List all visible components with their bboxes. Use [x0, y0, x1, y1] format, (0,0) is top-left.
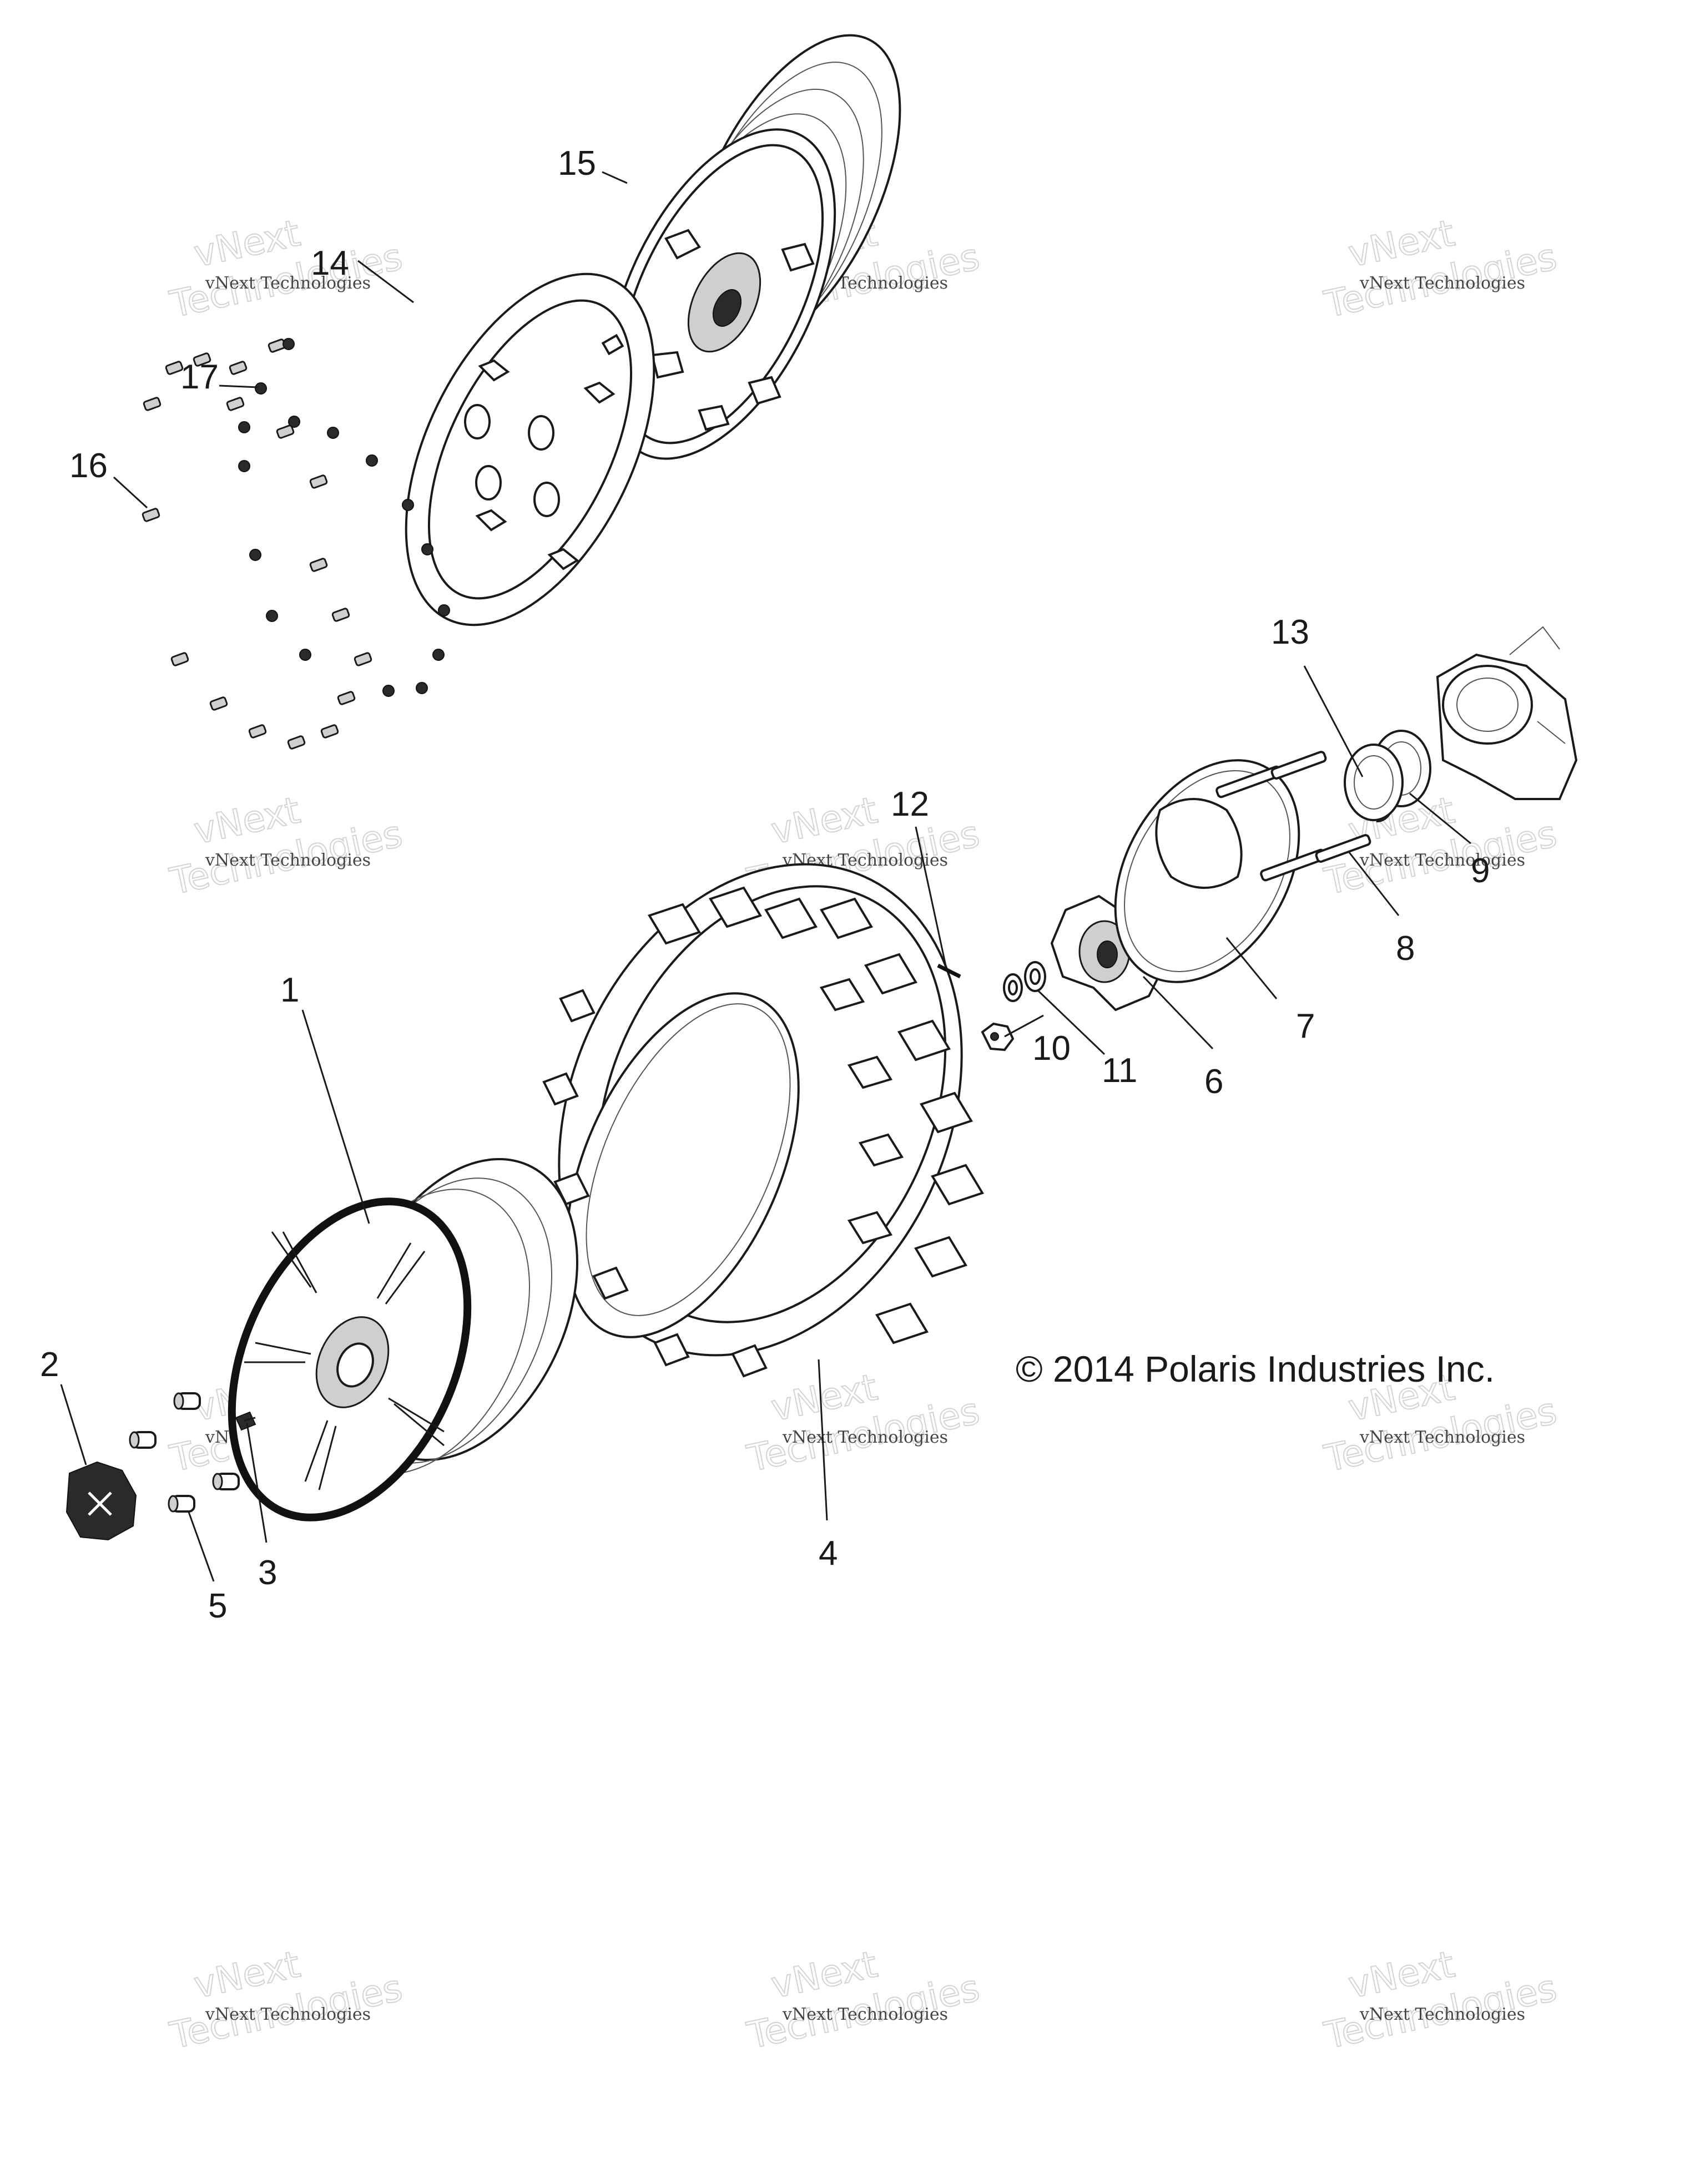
leader-1: [301, 1009, 370, 1224]
callout-14: 14: [311, 244, 349, 282]
svg-text:vNext Technologies: vNext Technologies: [205, 851, 371, 870]
callout-15: 15: [558, 144, 596, 183]
part-16-bolts: [142, 338, 372, 750]
part-2-center-cap: [65, 1461, 137, 1541]
part-15-beadlock-wheel: [607, 34, 901, 460]
callout-10: 10: [1032, 1029, 1071, 1068]
leader-lines: [60, 171, 1471, 1582]
part-8-bolts: [1215, 751, 1371, 882]
svg-text:vNext Technologies: vNext Technologies: [1359, 274, 1525, 293]
part-14-beadlock-ring: [405, 272, 655, 626]
part-4-tire: [542, 863, 984, 1378]
watermark: vNext Technologies vNext Technologies: [1320, 1942, 1561, 2057]
callout-5: 5: [208, 1587, 227, 1625]
leader-4: [818, 1359, 828, 1521]
leader-8: [1348, 851, 1400, 916]
part-3-valve-stem: [235, 1411, 256, 1431]
part-17-nuts: [238, 338, 450, 697]
copyright-notice: © 2014 Polaris Industries Inc.: [1016, 1348, 1495, 1389]
part-5-lug-nuts: [129, 1392, 240, 1513]
watermark: vNext Technologies vNext Technologies: [743, 1942, 984, 2057]
callout-17: 17: [180, 358, 219, 396]
callout-16: 16: [69, 447, 108, 485]
leader-3: [246, 1423, 268, 1543]
part-1-wheel: [228, 1157, 578, 1521]
watermark: vNext Technologies vNext Technologies: [166, 788, 407, 903]
watermark: vNext Technologies vNext Technologies: [1320, 211, 1561, 326]
callout-1: 1: [280, 971, 299, 1009]
svg-text:vNext Technologies: vNext Technologies: [205, 2005, 371, 2024]
callout-7: 7: [1296, 1007, 1315, 1045]
svg-text:vNext Technologies: vNext Technologies: [205, 274, 371, 293]
part-12-cotter-pin: [937, 963, 961, 979]
callout-6: 6: [1204, 1063, 1223, 1101]
leader-2: [60, 1384, 87, 1465]
callout-4: 4: [819, 1534, 838, 1573]
callout-13: 13: [1271, 613, 1309, 651]
svg-text:vNext Technologies: vNext Technologies: [782, 1428, 948, 1447]
leader-6: [1142, 975, 1214, 1050]
callout-11: 11: [1102, 1051, 1137, 1090]
leader-17: [219, 385, 259, 388]
part-10-spindle-nut: [981, 1022, 1015, 1051]
leader-7: [1225, 937, 1278, 999]
watermark: vNext Technologies vNext Technologies: [743, 1365, 984, 1480]
leader-13: [1303, 665, 1364, 777]
leader-5: [188, 1511, 215, 1582]
leader-10: [1004, 1014, 1044, 1038]
leader-11: [1037, 989, 1106, 1055]
callout-12: 12: [891, 785, 929, 823]
callout-9: 9: [1471, 852, 1490, 890]
part-9-bearing: [1344, 730, 1431, 821]
callout-2: 2: [40, 1346, 59, 1384]
callout-8: 8: [1396, 929, 1415, 968]
tire-tread-blocks: [542, 886, 984, 1378]
leader-14: [357, 260, 414, 304]
watermark: vNext Technologies vNext Technologies: [166, 1942, 407, 2057]
leader-9: [1409, 792, 1471, 845]
callouts: 1 2 3 4 5 6 7 8 9 10 11 12 13 14 15 16 1…: [40, 144, 1490, 1625]
bearing-carrier: [1436, 626, 1578, 800]
leader-16: [113, 476, 148, 509]
svg-text:vNext Technologies: vNext Technologies: [1359, 851, 1525, 870]
part-11-washers: [1003, 961, 1046, 1002]
leader-12: [915, 826, 947, 969]
leader-15: [602, 171, 628, 184]
svg-text:vNext Technologies: vNext Technologies: [1359, 2005, 1525, 2024]
svg-text:vNext Technologies: vNext Technologies: [782, 2005, 948, 2024]
callout-3: 3: [258, 1554, 277, 1592]
svg-text:vNext Technologies: vNext Technologies: [1359, 1428, 1525, 1447]
